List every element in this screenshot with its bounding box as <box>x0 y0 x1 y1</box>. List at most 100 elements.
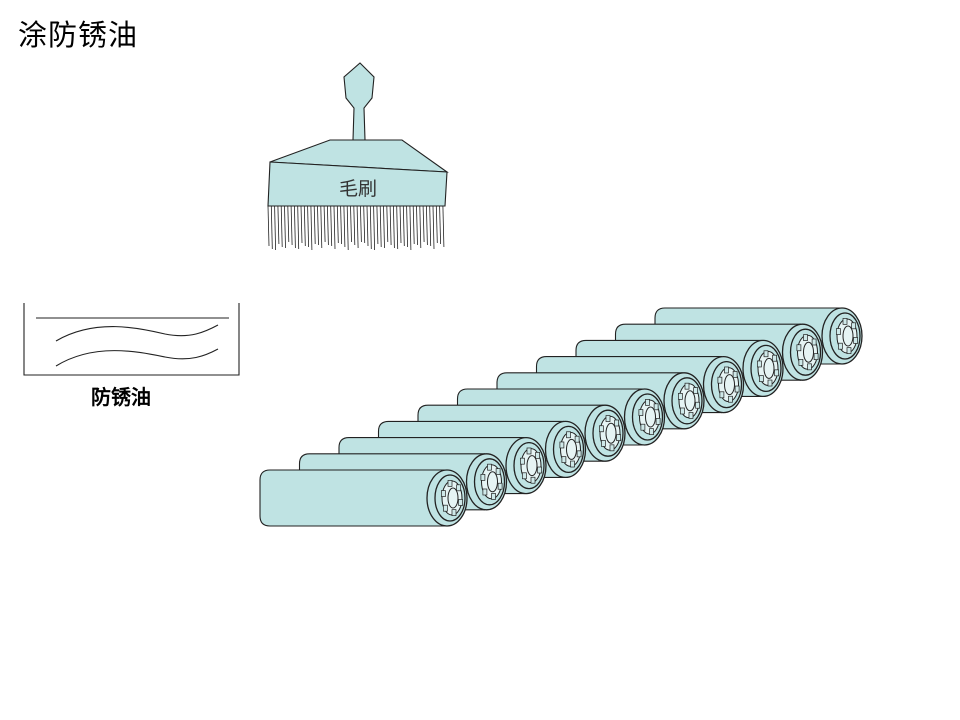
rolling-element <box>774 369 779 377</box>
rolling-element <box>480 474 486 481</box>
bristle <box>307 205 309 248</box>
bristle <box>356 205 359 249</box>
rolling-element <box>441 490 446 497</box>
bristle <box>327 205 329 246</box>
bristle <box>393 205 395 249</box>
rolling-element <box>767 379 773 387</box>
rolling-element <box>537 466 542 474</box>
roller <box>259 469 468 527</box>
bristle <box>270 205 273 250</box>
bristle <box>323 205 326 243</box>
rolling-element <box>570 460 575 468</box>
rolling-element <box>645 399 650 406</box>
bristle <box>317 205 319 246</box>
rolling-element <box>757 360 762 368</box>
rolling-element <box>482 488 488 496</box>
bearing-bore <box>566 438 577 460</box>
bristle <box>416 205 418 246</box>
rolling-element <box>574 435 580 443</box>
bristle <box>294 205 296 249</box>
bristle <box>419 205 422 249</box>
rolling-element <box>497 482 503 490</box>
rolling-element <box>605 415 611 422</box>
bristle <box>432 205 435 250</box>
rolling-element <box>796 344 802 352</box>
rolling-element <box>846 347 852 354</box>
rolling-element <box>853 337 858 344</box>
rolling-element <box>566 431 571 439</box>
bristle <box>442 205 445 248</box>
roller-body <box>259 469 446 527</box>
bristle <box>360 205 362 243</box>
bristle <box>396 205 399 250</box>
rolling-element <box>759 375 764 382</box>
page-title: 涂防锈油 <box>18 18 139 52</box>
bearing-bore <box>447 487 459 509</box>
bristle <box>350 205 352 243</box>
bristle <box>303 205 306 247</box>
bristle <box>280 205 283 248</box>
bristle <box>343 205 346 248</box>
rolling-element <box>599 425 604 433</box>
bristle <box>297 205 300 250</box>
rolling-element <box>535 452 540 459</box>
bristle <box>320 205 323 249</box>
bristle <box>366 205 369 247</box>
bearing-bore <box>842 325 854 347</box>
rolling-element <box>638 409 644 416</box>
bearing-bore <box>803 341 814 363</box>
bristle <box>284 205 286 249</box>
bearing-bore <box>724 374 735 396</box>
rolling-element <box>678 393 683 400</box>
rolling-element <box>693 387 698 394</box>
rolling-element <box>609 444 615 452</box>
bristle <box>336 205 339 244</box>
bristle <box>426 205 428 246</box>
bristle <box>300 205 303 244</box>
bristle <box>406 205 408 248</box>
bristle <box>340 205 342 245</box>
rolling-element <box>491 493 496 500</box>
bristle <box>435 205 438 244</box>
bearing-bore <box>684 390 696 412</box>
rolling-element <box>680 407 685 415</box>
bristle <box>333 205 336 250</box>
rolling-element <box>772 354 777 362</box>
bearing-bore <box>645 406 656 428</box>
rolling-element <box>495 468 501 475</box>
rolling-element <box>443 504 448 512</box>
bristle <box>412 205 415 245</box>
bristle <box>399 205 402 244</box>
bristle <box>373 205 375 251</box>
bristle <box>429 205 432 247</box>
rolling-element <box>807 363 812 371</box>
bristle <box>376 205 379 245</box>
rolling-element <box>763 350 769 358</box>
bristle <box>346 205 349 251</box>
oil-label: 防锈油 <box>91 385 151 409</box>
rolling-element <box>451 509 457 516</box>
rolling-element <box>734 385 740 393</box>
rolling-element <box>838 342 843 350</box>
bristle <box>287 205 290 243</box>
bearing-bore <box>526 455 538 477</box>
rolling-element <box>520 457 525 465</box>
roller-row <box>259 307 863 527</box>
rolling-element <box>717 376 723 384</box>
bristle <box>422 205 425 243</box>
rolling-element <box>811 338 817 346</box>
bristle <box>402 205 405 247</box>
bearing-bore <box>487 471 498 493</box>
rolling-element <box>447 480 453 487</box>
rolling-element <box>695 401 700 409</box>
bristle <box>267 205 270 247</box>
rolling-element <box>601 440 606 447</box>
paint-brush-icon: 毛刷 <box>267 62 449 251</box>
oil-tank-icon <box>23 303 240 376</box>
rolling-element <box>732 371 738 378</box>
bristle <box>389 205 392 246</box>
rolling-element <box>561 456 567 463</box>
bristle <box>439 205 441 245</box>
bristle <box>379 205 382 248</box>
